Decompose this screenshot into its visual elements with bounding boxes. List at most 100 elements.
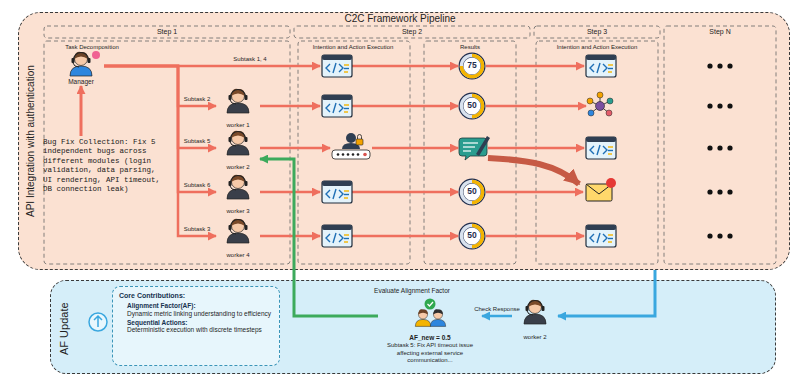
chat-bubble (459, 138, 487, 160)
flow-arrow (486, 65, 584, 68)
person-hair (528, 300, 542, 307)
gauge-track (460, 180, 485, 205)
flow-arrow (352, 235, 458, 238)
step-frame (536, 41, 658, 264)
headset-band (528, 301, 543, 309)
step-frame (664, 26, 776, 264)
window-frame (322, 181, 352, 203)
step-frame (424, 41, 516, 264)
headset-ear (229, 95, 232, 100)
step-frame (298, 41, 410, 264)
worker-node: worker 2 (512, 298, 558, 342)
headset-ear (245, 95, 248, 100)
code-brackets (326, 233, 343, 243)
person-body (227, 145, 249, 155)
code-line (344, 108, 349, 109)
headset-band (74, 53, 89, 61)
annotation-label: Step 2 (402, 28, 422, 36)
continuation-dot (727, 189, 732, 194)
headset-ear (245, 181, 248, 186)
label-holder: Step 2 (402, 28, 422, 36)
code-line (344, 197, 348, 198)
code-window-icon (322, 225, 352, 247)
gauge-value (460, 54, 485, 79)
network-hub (596, 102, 605, 111)
annotation-label: Task Decomposition (65, 44, 119, 51)
gauge-group (459, 93, 486, 120)
code-line (344, 104, 349, 105)
node-text: Alignment Factor(AF): (127, 302, 273, 309)
person-hair (231, 219, 245, 226)
person-icon (227, 89, 249, 113)
code-line (344, 64, 349, 65)
flow-arrow (486, 235, 584, 238)
edge-label: Subtask 6 (184, 182, 211, 189)
label-holder: 1 (609, 180, 612, 187)
person-head (418, 310, 427, 319)
connector-arrow (104, 66, 216, 192)
headset-mic (230, 230, 236, 234)
connector-arrow (482, 315, 512, 318)
continuation-dot (707, 233, 712, 238)
headset-mic (73, 63, 79, 67)
code-line (344, 238, 349, 239)
code-line (608, 153, 612, 154)
gauge-rim (459, 53, 486, 80)
window-bar (322, 95, 352, 100)
step-frame (44, 26, 290, 38)
continuation-dot (727, 233, 732, 238)
headset-ear (526, 306, 529, 311)
headset-mic (230, 186, 236, 190)
label-holder: Evaluate Alignment Factor (374, 287, 450, 294)
worker-node: worker 4 (216, 220, 260, 260)
person-body (415, 319, 430, 326)
node-text: 50 (467, 101, 476, 111)
connector-arrow (104, 66, 216, 148)
gauge-rim (459, 223, 486, 250)
code-line (608, 234, 613, 235)
code-window-icon (322, 181, 352, 203)
badge-number: 1 (609, 180, 612, 187)
envelope (586, 184, 612, 201)
flow-arrow (486, 191, 583, 194)
edge-label: Subtask 3 (184, 226, 211, 233)
step-frame (44, 41, 290, 264)
person-icon (524, 300, 546, 324)
edge-label-holder: Subtask 6 (184, 182, 211, 189)
flow-arrow (486, 105, 586, 108)
node-text: Sequential Actions: (127, 319, 273, 326)
connector-arrow (104, 66, 216, 236)
label-holder: Subtask 1, 4 (233, 56, 266, 63)
code-line (608, 241, 612, 242)
flow-arrow (352, 105, 458, 108)
code-window-icon (322, 55, 352, 77)
annotation-label: Step 3 (587, 28, 607, 36)
code-line (608, 150, 613, 151)
person-hair (418, 309, 428, 314)
person-icon (430, 309, 445, 326)
node-text: 50 (467, 187, 476, 197)
node-text: 75 (467, 61, 476, 71)
person-icon (227, 175, 249, 199)
code-brackets (590, 145, 607, 155)
gauge-track (460, 224, 485, 249)
task-note: Bug Fix Collection: Fix 5 independent bu… (40, 136, 166, 212)
handoff-arrow (488, 158, 579, 184)
headset-ear (229, 225, 232, 230)
label-holder: Step 3 (587, 28, 607, 36)
network-link (591, 106, 600, 113)
code-line (608, 146, 613, 147)
annotation-label: Step 1 (157, 28, 177, 36)
person-body (524, 314, 546, 324)
person-head (232, 176, 245, 189)
gauge-group (459, 223, 486, 250)
code-brackets (326, 189, 343, 199)
headset-ear (88, 58, 91, 63)
pen (476, 136, 490, 156)
label-holder: Step 1 (157, 28, 177, 36)
node-text: Manager (68, 78, 94, 85)
code-line (344, 194, 349, 195)
label-holder: Step N (709, 28, 730, 36)
window-bar (586, 55, 616, 60)
password-dot (352, 153, 355, 156)
